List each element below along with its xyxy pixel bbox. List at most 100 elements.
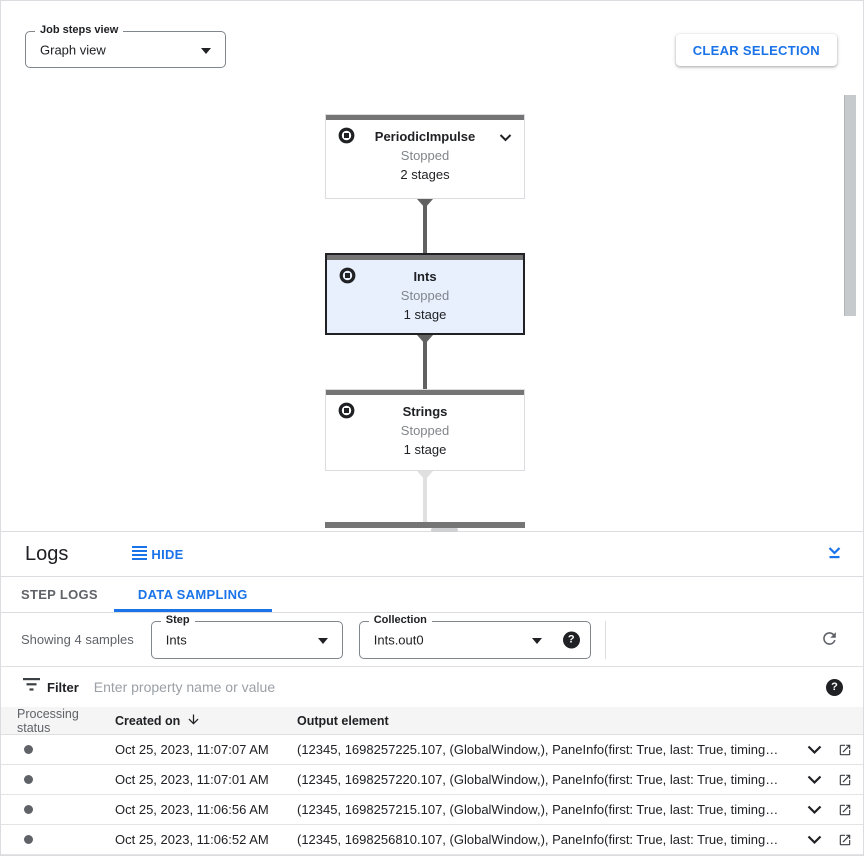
created-on-cell: Oct 25, 2023, 11:06:56 AM [115,802,269,817]
job-graph-canvas[interactable]: Job steps view Graph view CLEAR SELECTIO… [1,1,863,532]
graph-node-strings[interactable]: Strings Stopped 1 stage [325,389,525,471]
created-on-cell: Oct 25, 2023, 11:07:07 AM [115,742,269,757]
sort-descending-icon[interactable] [186,712,201,730]
filter-input[interactable] [93,679,826,695]
row-actions [797,743,863,757]
dropdown-arrow-icon [317,637,328,644]
open-in-new-button[interactable] [838,803,852,817]
output-element-cell: (12345, 1698257225.107, (GlobalWindow,),… [297,742,779,757]
logs-header: Logs HIDE [1,532,863,576]
expand-row-button[interactable] [807,805,822,815]
edge-line [423,335,427,389]
collapse-panel-button[interactable] [826,544,843,564]
filter-help-icon[interactable]: ? [826,678,843,696]
graph-vertical-scrollbar[interactable] [844,95,856,316]
node-top-bar [327,255,523,260]
status-dot-icon [24,745,33,754]
created-on-cell: Oct 25, 2023, 11:06:52 AM [115,832,269,847]
hide-logs-button[interactable]: HIDE [132,545,183,563]
open-in-new-button[interactable] [838,833,852,847]
sampling-controls-row: Showing 4 samples Step Ints Collection I… [1,613,863,666]
stopped-status-icon [339,267,356,284]
open-in-new-button[interactable] [838,743,852,757]
output-element-cell: (12345, 1698256810.107, (GlobalWindow,),… [297,832,779,847]
output-element-cell: (12345, 1698257215.107, (GlobalWindow,),… [297,802,779,817]
column-header-created-on[interactable]: Created on [115,712,297,730]
tab-data-sampling[interactable]: DATA SAMPLING [114,577,272,612]
collection-select-value: Ints.out0 [373,632,424,647]
hide-label: HIDE [151,546,184,562]
job-steps-view-label: Job steps view [35,24,124,36]
processing-status-cell [1,832,115,847]
open-in-new-button[interactable] [838,773,852,787]
collection-help-icon[interactable]: ? [562,631,580,648]
job-steps-view-select[interactable]: Job steps view Graph view [25,24,226,68]
step-select[interactable]: Step Ints [150,613,343,659]
graph-node-partial-top-bar [325,522,525,528]
row-actions [797,833,863,847]
edge-ints-to-strings [325,335,525,389]
refresh-samples-button[interactable] [820,629,839,651]
expand-row-button[interactable] [807,745,822,755]
filter-bar: Filter ? [1,666,863,707]
processing-status-cell [1,772,115,787]
edge-arrowhead-icon [417,471,433,480]
hide-lines-icon [132,545,148,563]
column-header-output-element: Output element [297,713,389,728]
node-title: PeriodicImpulse [374,129,476,144]
status-dot-icon [24,835,33,844]
output-element-cell: (12345, 1698257220.107, (GlobalWindow,),… [297,772,779,787]
column-header-processing-status: Processing status [17,706,79,735]
sample-count-text: Showing 4 samples [21,632,134,647]
expand-node-icon[interactable] [499,129,512,147]
edge-line [423,199,427,253]
graph-node-ints[interactable]: Ints Stopped 1 stage [325,253,525,335]
logs-panel: Logs HIDE STEP LOGS DATA SAMPLING Showin… [1,531,863,855]
table-header-row: Processing status Created on Output elem… [1,707,863,735]
node-title: Strings [402,404,448,419]
node-top-bar [326,115,524,120]
sample-row[interactable]: Oct 25, 2023, 11:06:56 AM (12345, 169825… [1,795,863,825]
filter-label: Filter [47,679,79,695]
edge-periodicimpulse-to-ints [325,199,525,253]
node-stage-count: 2 stages [400,167,450,182]
node-stage-count: 1 stage [403,442,447,457]
row-actions [797,803,863,817]
node-top-bar [326,390,524,395]
edge-line [423,471,427,522]
dropdown-arrow-icon [201,47,211,54]
stopped-status-icon [338,402,355,419]
clear-selection-button[interactable]: CLEAR SELECTION [675,34,837,66]
tab-step-logs[interactable]: STEP LOGS [5,577,114,612]
node-status: Stopped [400,423,450,438]
expand-row-button[interactable] [807,775,822,785]
collapse-chevron-icon [826,544,843,564]
logs-tab-bar: STEP LOGS DATA SAMPLING [1,576,863,613]
sample-row[interactable]: Oct 25, 2023, 11:06:52 AM (12345, 169825… [1,825,863,855]
row-actions [797,773,863,787]
processing-status-cell [1,802,115,817]
filter-icon [23,677,40,697]
node-status: Stopped [400,288,450,303]
expand-row-button[interactable] [807,835,822,845]
status-dot-icon [24,805,33,814]
graph-node-periodicimpulse[interactable]: PeriodicImpulse Stopped 2 stages [325,114,525,199]
edge-strings-to-next [325,471,525,522]
collection-select[interactable]: Collection Ints.out0 ? [358,613,591,659]
sample-row[interactable]: Oct 25, 2023, 11:07:07 AM (12345, 169825… [1,735,863,765]
logs-panel-title: Logs [25,542,69,565]
status-dot-icon [24,775,33,784]
job-steps-view-value: Graph view [40,42,106,57]
sample-row[interactable]: Oct 25, 2023, 11:07:01 AM (12345, 169825… [1,765,863,795]
refresh-icon [820,629,839,651]
node-stage-count: 1 stage [403,307,447,322]
processing-status-cell [1,742,115,757]
node-title: Ints [413,269,437,284]
edge-arrowhead-icon [417,199,433,208]
stopped-status-icon [338,127,355,144]
step-select-label: Step [160,613,195,626]
created-on-cell: Oct 25, 2023, 11:07:01 AM [115,772,269,787]
edge-arrowhead-icon [417,335,433,344]
graph-horizontal-scrollbar[interactable] [431,528,458,532]
